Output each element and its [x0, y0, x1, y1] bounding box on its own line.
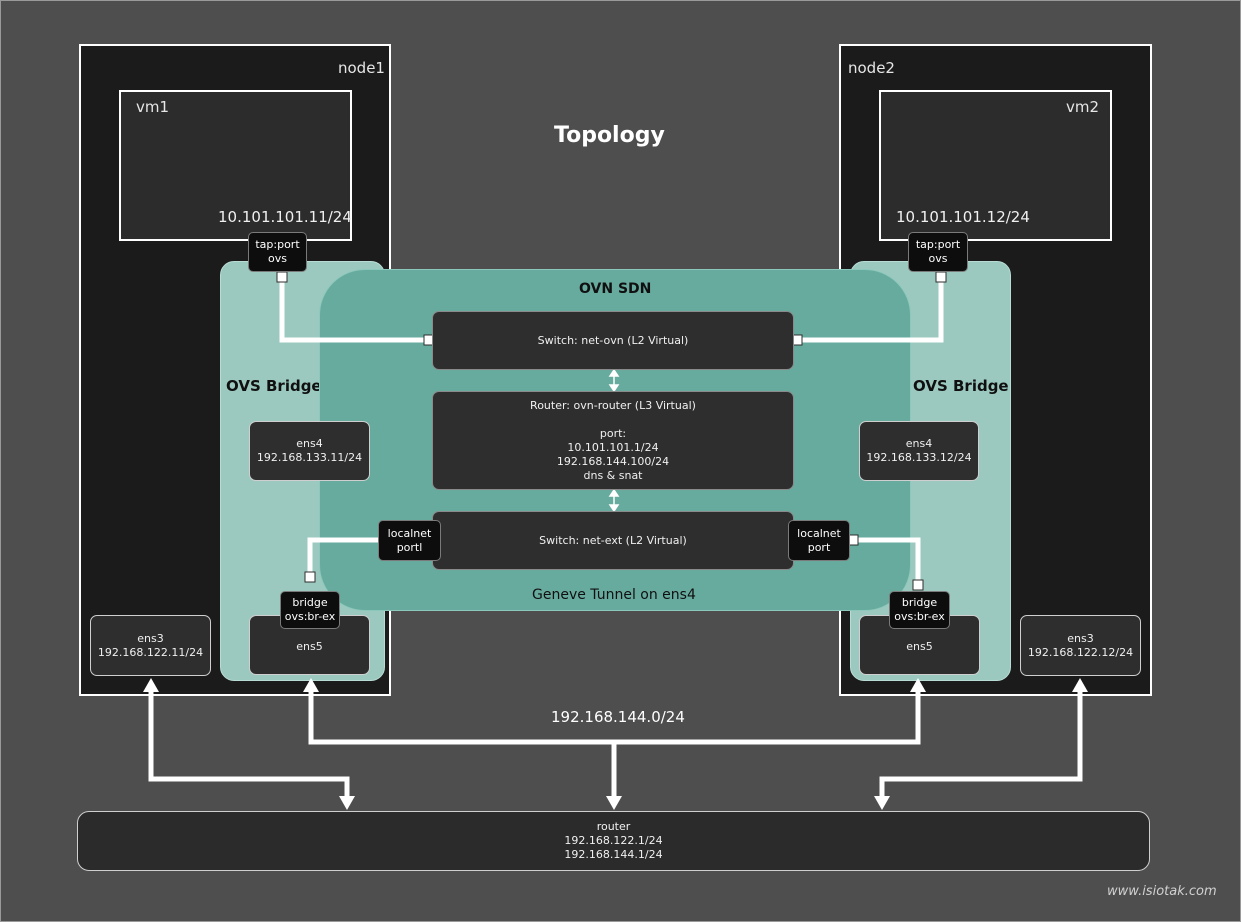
- tap-port-node2-line2: ovs: [928, 252, 948, 265]
- switch-net-ext: Switch: net-ext (L2 Virtual): [432, 511, 794, 570]
- arrowhead-ens5-node2: [910, 678, 926, 692]
- arrowhead-ens3-node1: [143, 678, 159, 692]
- localnet-node1-line2: portl: [396, 540, 423, 554]
- localnet-port-node2: localnet port: [788, 520, 850, 561]
- bridge-node2-line1: bridge: [901, 596, 938, 609]
- localnet-node2-line2: port: [807, 540, 831, 554]
- ens5-node2-label: ens5: [906, 640, 933, 653]
- ens3-node1-ip: 192.168.122.11/24: [97, 645, 204, 659]
- bridge-br-ex-node1: bridge ovs:br-ex: [280, 591, 340, 629]
- wire-ens3-node2-router: [879, 690, 1083, 800]
- subnet-label: 192.168.144.0/24: [551, 708, 685, 726]
- ovs-bridge-node1-label: OVS Bridge: [226, 377, 322, 395]
- vm1-container: [119, 90, 352, 241]
- ens4-node1-name: ens4: [296, 437, 323, 450]
- ens4-node2-name: ens4: [905, 437, 933, 450]
- wire-tap2-net-ovn: [797, 277, 944, 343]
- vm2-ip: 10.101.101.12/24: [896, 208, 1030, 226]
- router-ip2: 192.168.144.1/24: [564, 848, 663, 861]
- arrowhead-router-left: [339, 796, 355, 810]
- vm2-label: vm2: [1066, 98, 1100, 116]
- wire-ens3-node1-router: [148, 690, 350, 800]
- arrowhead-router-center: [606, 796, 622, 810]
- switch-net-ovn-label: Switch: net-ovn (L2 Virtual): [537, 333, 689, 347]
- wire-localnet1-bridge: [307, 537, 378, 576]
- bridge-node1-line1: bridge: [292, 596, 328, 609]
- bridge-node1-line2: ovs:br-ex: [284, 610, 336, 623]
- vm2-container: [879, 90, 1112, 241]
- switch-net-ext-label: Switch: net-ext (L2 Virtual): [539, 533, 687, 547]
- node2-label: node2: [848, 59, 895, 77]
- router-ip1: 192.168.122.1/24: [564, 834, 663, 847]
- node1-label: node1: [338, 59, 385, 77]
- router-box: router 192.168.122.1/24 192.168.144.1/24: [77, 811, 1150, 871]
- tap-port-node1: tap:port ovs: [248, 232, 307, 272]
- ovn-router-line4: 192.168.144.100/24: [556, 454, 670, 468]
- ens4-node2: ens4 192.168.133.12/24: [859, 421, 979, 481]
- ens3-node1: ens3 192.168.122.11/24: [90, 615, 211, 676]
- wire-tap1-net-ovn: [279, 277, 428, 343]
- bridge-br-ex-node2: bridge ovs:br-ex: [889, 591, 950, 629]
- port-square-tap1: [276, 271, 288, 283]
- arrowhead-ens3-node2: [1072, 678, 1088, 692]
- tap-port-node1-line1: tap:port: [255, 238, 300, 251]
- ovs-bridge-node2-label: OVS Bridge: [913, 377, 1009, 395]
- localnet-portl-node1: localnet portl: [378, 520, 441, 561]
- geneve-tunnel-label: Geneve Tunnel on ens4: [532, 587, 696, 603]
- page-title: Topology: [554, 123, 665, 148]
- ovn-router-line5: dns & snat: [583, 468, 643, 482]
- tap-port-node2: tap:port ovs: [908, 232, 968, 272]
- tap-port-node1-line2: ovs: [268, 252, 287, 265]
- wire-localnet2-bridge: [853, 537, 921, 586]
- localnet-node2-line1: localnet: [797, 526, 841, 540]
- port-square-bridge2: [912, 579, 924, 591]
- ens3-node2: ens3 192.168.122.12/24: [1020, 615, 1141, 676]
- ovn-router-line1: Router: ovn-router (L3 Virtual): [530, 398, 696, 412]
- ens5-node1-label: ens5: [296, 640, 323, 653]
- ovn-router-line3: 10.101.101.1/24: [567, 440, 659, 454]
- ovn-router-line2: port:: [599, 426, 627, 440]
- router-label: router: [596, 820, 631, 833]
- vm1-label: vm1: [136, 98, 170, 116]
- bridge-node2-line2: ovs:br-ex: [894, 610, 945, 623]
- ens4-node1-ip: 192.168.133.11/24: [256, 451, 363, 464]
- port-square-tap2: [935, 271, 947, 283]
- switch-net-ovn: Switch: net-ovn (L2 Virtual): [432, 311, 794, 370]
- port-square-bridge1: [304, 571, 316, 583]
- localnet-node1-line1: localnet: [387, 526, 432, 540]
- ens3-node1-name: ens3: [137, 631, 164, 645]
- arrowhead-ens5-node1: [303, 678, 319, 692]
- ens3-node2-name: ens3: [1067, 631, 1094, 645]
- ens4-node2-ip: 192.168.133.12/24: [866, 451, 972, 464]
- tap-port-node2-line1: tap:port: [915, 238, 961, 251]
- ovn-sdn-title: OVN SDN: [579, 281, 652, 297]
- watermark: www.isiotak.com: [1107, 884, 1217, 899]
- vm1-ip: 10.101.101.11/24: [218, 208, 352, 226]
- ens3-node2-ip: 192.168.122.12/24: [1027, 645, 1134, 659]
- router-ovn-router: Router: ovn-router (L3 Virtual) port: 10…: [432, 391, 794, 490]
- arrowhead-router-right: [874, 796, 890, 810]
- ens4-node1: ens4 192.168.133.11/24: [249, 421, 370, 481]
